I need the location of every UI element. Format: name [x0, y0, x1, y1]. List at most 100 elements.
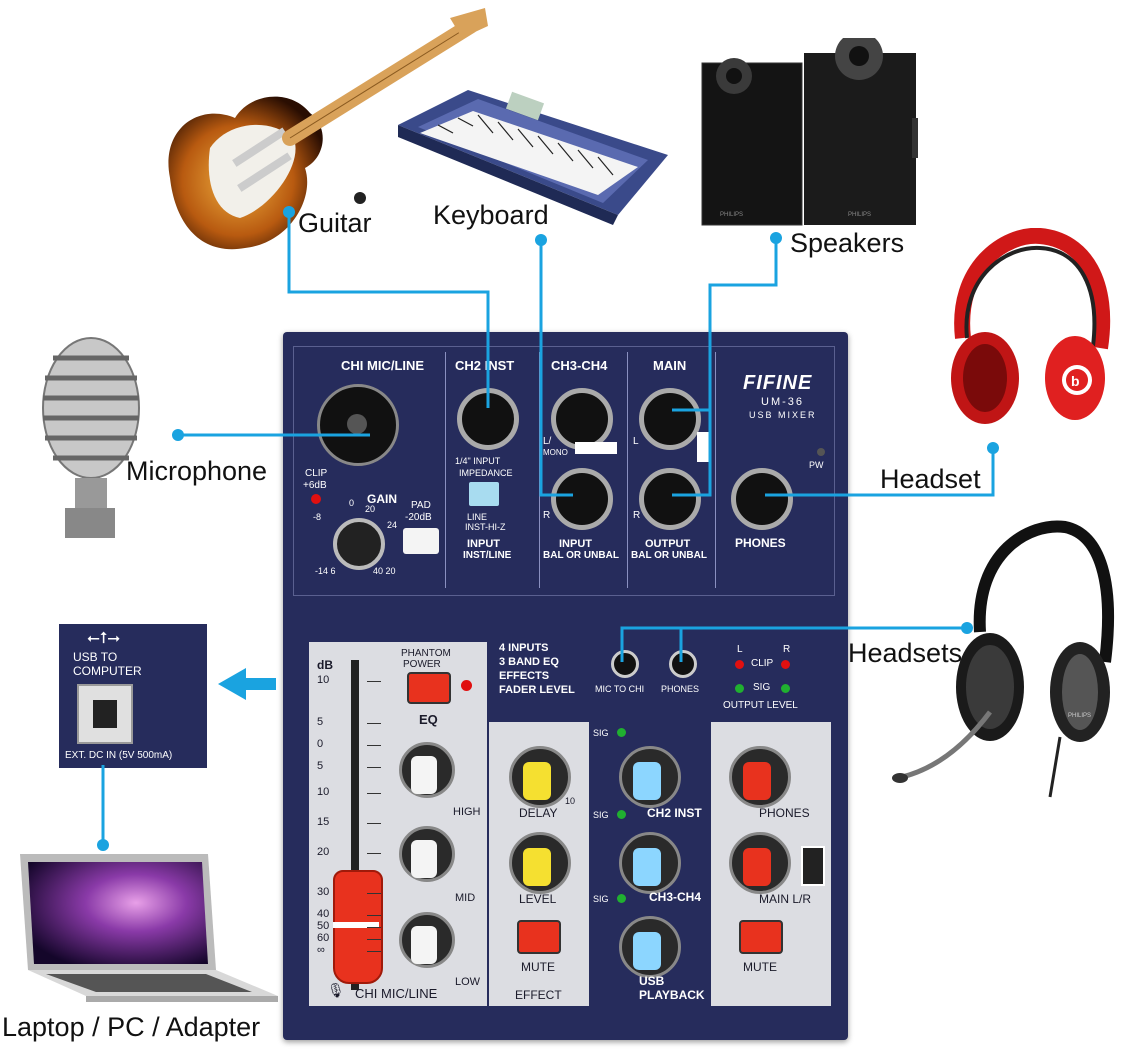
fader-scale-tick: 40: [317, 908, 330, 920]
fader-scale-tick: 10: [317, 786, 330, 798]
usb-b-port: [77, 684, 133, 744]
delay-max: 10: [565, 796, 576, 806]
ch34-knob-label: CH3-CH4: [649, 890, 702, 904]
fader-scale-line: [367, 853, 381, 854]
fader-scale-tick: 50: [317, 920, 330, 932]
ch2-sig-led: [617, 728, 626, 737]
speaker-brand-right: PHILIPS: [848, 212, 871, 218]
clip-meter-label: CLIP: [751, 658, 774, 669]
eq-low-label: LOW: [455, 976, 481, 988]
callout-guitar: Guitar: [298, 208, 372, 238]
fader-scale-line: [367, 745, 381, 746]
fader-track: [351, 660, 359, 990]
usb-playback-2: PLAYBACK: [639, 988, 705, 1002]
fader-scale-tick: 60: [317, 932, 330, 944]
gain-tick-e: -14 6: [315, 566, 336, 576]
eq-high-label: HIGH: [453, 806, 481, 818]
keyboard-icon: [398, 90, 668, 225]
ch2-jack[interactable]: [457, 388, 519, 450]
usb-title-line2: COMPUTER: [73, 664, 142, 678]
meter-l: L: [737, 644, 743, 655]
ch3-jack[interactable]: [551, 388, 613, 450]
mono-label: MONO: [543, 448, 568, 457]
gain-tick-c: 20: [365, 504, 376, 514]
meter-r: R: [783, 644, 791, 655]
usb-sig-led: [617, 894, 626, 903]
main-mute-button[interactable]: [739, 920, 783, 954]
fader-scale-line: [367, 793, 381, 794]
impedance-switch[interactable]: [469, 482, 499, 506]
fader-scale-line: [367, 915, 381, 916]
pw-label: PW: [809, 460, 824, 470]
gain-knob[interactable]: [333, 518, 385, 570]
main-title: MAIN: [653, 358, 687, 373]
delay-label: DELAY: [519, 806, 558, 820]
phones-knob-label: PHONES: [759, 806, 810, 820]
ch2-title: CH2 INST: [455, 358, 515, 373]
gain-tick-f: 40 20: [373, 566, 396, 576]
main-l-label: L: [633, 436, 639, 447]
phones-rear-label: PHONES: [735, 536, 786, 550]
feature-3: EFFECTS: [499, 670, 550, 682]
l-mono-label: L/: [543, 436, 552, 447]
phantom-led: [461, 680, 472, 691]
main-lr-label: MAIN L/R: [759, 892, 812, 906]
fader-scale-tick: 10: [317, 674, 330, 686]
pad-label-2: -20dB: [405, 512, 432, 523]
input-bal-2: BAL OR UNBAL: [543, 550, 619, 561]
mic-to-ch1-jack[interactable]: [611, 650, 639, 678]
callout-headset: Headset: [880, 464, 981, 494]
mic-to-ch1-label: MIC TO CHI: [595, 684, 645, 694]
input-bal-1: INPUT: [559, 538, 592, 550]
dc-in-label: EXT. DC IN (5V 500mA): [65, 750, 173, 761]
phantom-2: POWER: [403, 659, 441, 670]
sig-meter-label: SIG: [753, 682, 771, 693]
main-l-jack[interactable]: [639, 388, 701, 450]
eq-label: EQ: [419, 712, 438, 727]
model-sub: USB MIXER: [749, 410, 817, 420]
gain-tick-d: 24: [387, 520, 398, 530]
impedance-1: 1/4" INPUT: [455, 456, 501, 466]
headset-brand: PHILIPS: [1068, 713, 1091, 719]
usb-sig: SIG: [593, 894, 609, 904]
fader-scale-tick: 5: [317, 716, 324, 728]
fader-scale-tick: 15: [317, 816, 330, 828]
clip-led-l: [735, 660, 744, 669]
usb-arrow-icon: [218, 668, 276, 700]
eq-mid-label: MID: [455, 892, 476, 904]
phones-jack-rear[interactable]: [731, 468, 793, 530]
callout-laptop: Laptop / PC / Adapter: [2, 1012, 261, 1042]
db-label: dB: [317, 658, 333, 672]
keyboard-small-icon: [575, 442, 617, 454]
ch1-bottom-label: CHI MIC/LINE: [355, 986, 438, 1001]
pad-button[interactable]: [403, 528, 439, 554]
fader-scale-line: [367, 823, 381, 824]
speakers-icon: PHILIPS PHILIPS: [701, 38, 918, 226]
phones-front-jack[interactable]: [669, 650, 697, 678]
gain-tick-b: 0: [349, 498, 355, 508]
fader-scale-line: [367, 939, 381, 940]
fader-scale-tick: ∞: [317, 944, 325, 956]
fader-scale-line: [367, 681, 381, 682]
ch34-sig-led: [617, 810, 626, 819]
clip-led: [311, 494, 321, 504]
main-r-jack[interactable]: [639, 468, 701, 530]
clip-db-label: +6dB: [303, 480, 327, 491]
effect-mute-button[interactable]: [517, 920, 561, 954]
speaker-small-icon: [697, 432, 711, 462]
headphones-icon: b: [951, 228, 1111, 424]
feature-2: 3 BAND EQ: [499, 656, 559, 668]
pw-led: [817, 448, 825, 456]
ch4-jack[interactable]: [551, 468, 613, 530]
callout-microphone: Microphone: [126, 456, 268, 486]
clip-led-r: [781, 660, 790, 669]
output-bal-1: OUTPUT: [645, 538, 691, 550]
phantom-button[interactable]: [407, 672, 451, 704]
sig-led-l: [735, 684, 744, 693]
headset-mic-icon: PHILIPS: [892, 520, 1114, 798]
mixer-body: CHI MIC/LINE CH2 INST CH3-CH4 MAIN FIFIN…: [283, 332, 848, 1040]
feature-4: FADER LEVEL: [499, 684, 575, 696]
callout-keyboard: Keyboard: [433, 200, 549, 230]
callout-headsets: Headsets: [848, 638, 963, 668]
fader-scale-line: [367, 927, 381, 928]
